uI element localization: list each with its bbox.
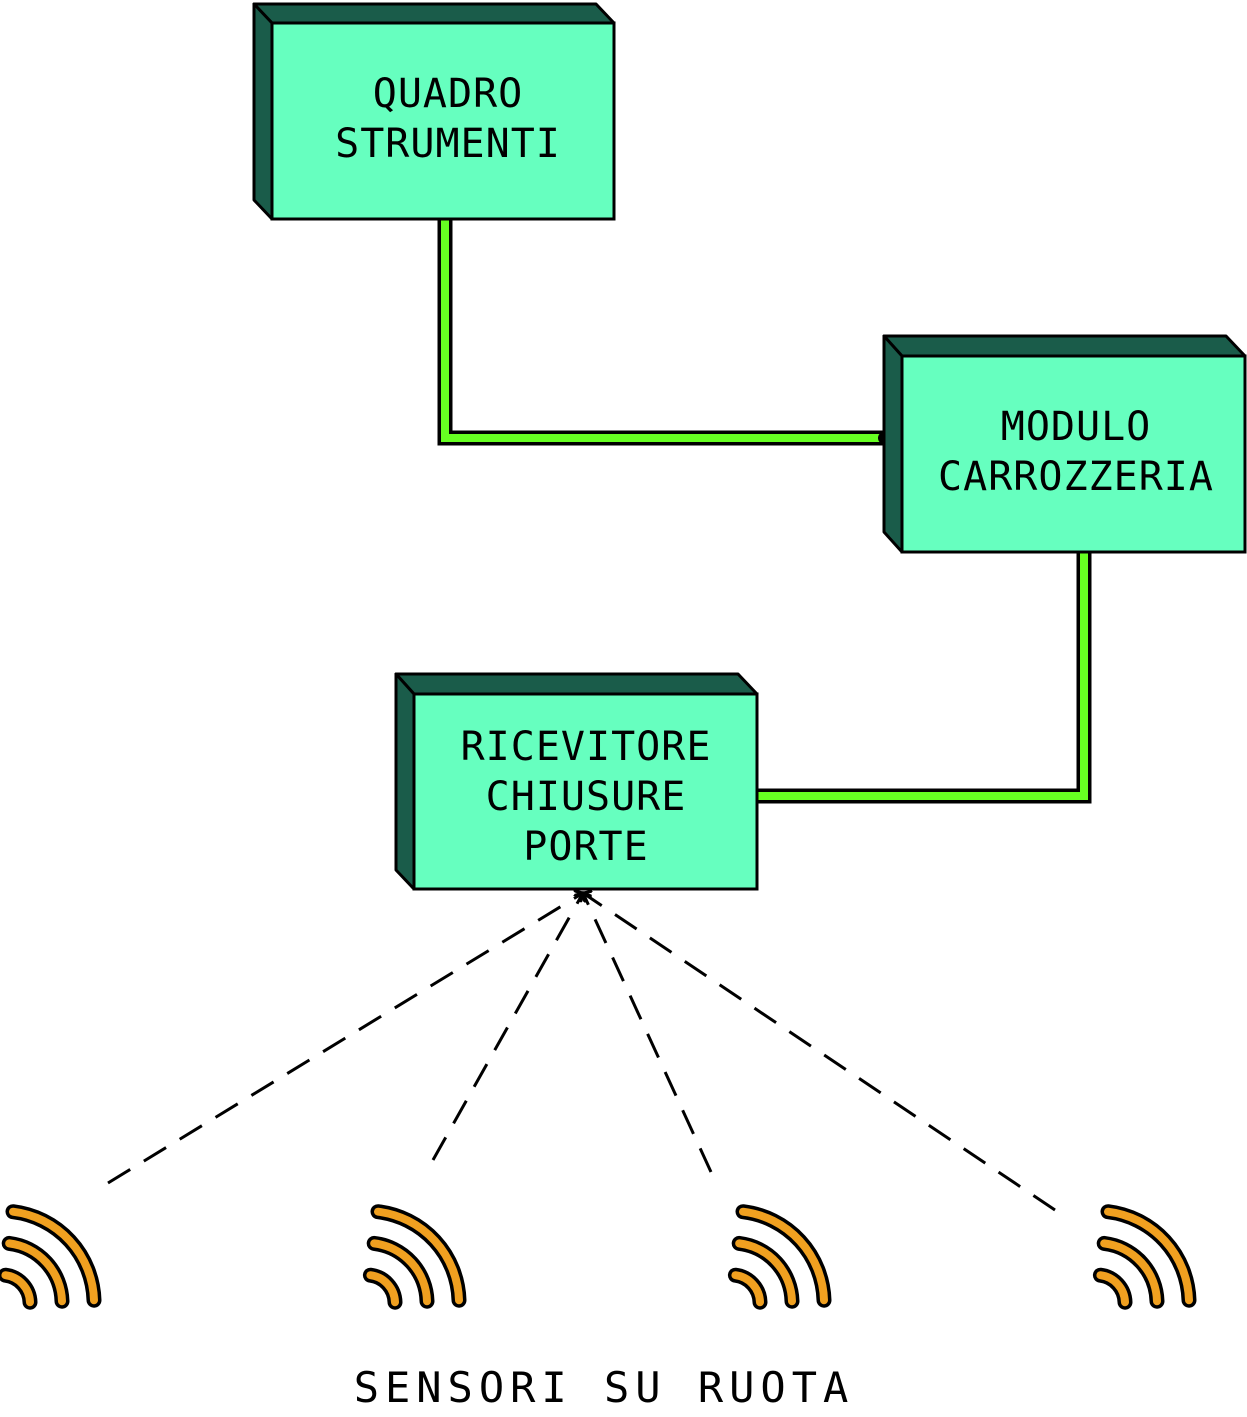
wheel-sensors [0,1204,1197,1310]
quadro-label-line-2: STRUMENTI [335,121,561,167]
wireless-links [107,893,1056,1212]
wireless-signal-icon [1092,1204,1197,1310]
wireless-link-2 [431,893,583,1161]
modulo-label-line-2: CARROZZERIA [938,454,1214,500]
modulo-label-line-1: MODULO [1001,404,1152,450]
bus-connection-quadro-modulo [437,219,890,446]
ricevitore-label-line-3: PORTE [523,824,648,870]
sensors-caption: SENSORI SU RUOTA [354,1363,855,1412]
wireless-signal-icon [727,1204,832,1310]
modulo-carrozzeria-box: MODULO CARROZZERIA [882,334,1247,554]
ricevitore-chiusure-porte-box: RICEVITORE CHIUSURE PORTE [394,672,759,891]
bus-connection-modulo-ricevitore [757,552,1092,804]
wireless-signal-icon [0,1204,102,1310]
wireless-signal-icon [362,1204,467,1310]
wireless-link-4 [583,893,1056,1212]
quadro-strumenti-box: QUADRO STRUMENTI [252,2,616,221]
wireless-link-3 [583,893,713,1173]
ricevitore-label-line-2: CHIUSURE [486,774,687,820]
ricevitore-label-line-1: RICEVITORE [461,724,712,770]
wireless-link-1 [107,893,583,1185]
quadro-label-line-1: QUADRO [373,71,524,117]
